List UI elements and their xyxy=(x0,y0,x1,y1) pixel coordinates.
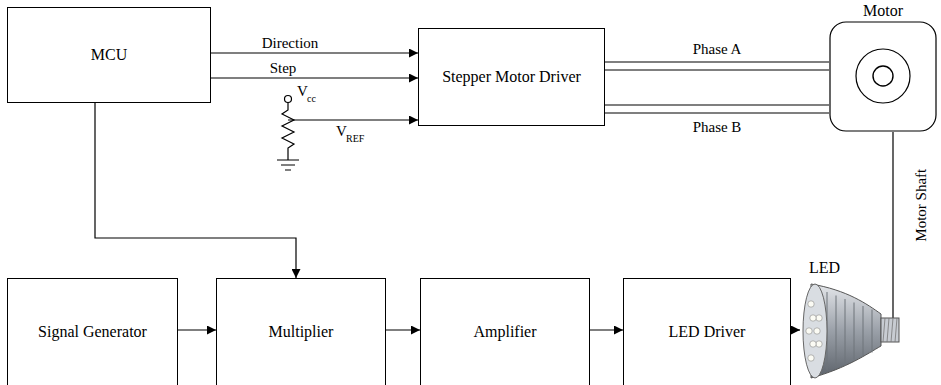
node-label: Signal Generator xyxy=(38,322,147,341)
connector xyxy=(605,62,829,70)
signal-label: Motor Shaft xyxy=(913,167,930,244)
node-label: Multiplier xyxy=(269,322,334,341)
amplifier-box: Amplifier xyxy=(420,278,590,385)
voltage-label: REF xyxy=(346,134,364,144)
connector xyxy=(178,329,216,330)
node-label: LED Driver xyxy=(669,322,746,341)
signal-label: Step xyxy=(268,60,299,77)
connector xyxy=(791,329,800,330)
led-driver-box: LED Driver xyxy=(623,278,791,385)
connector xyxy=(605,105,829,113)
motor-symbol: Motor xyxy=(829,0,937,132)
connector xyxy=(892,132,893,318)
node-label: Motor xyxy=(829,1,937,20)
connector xyxy=(211,77,418,78)
voltage-label: cc xyxy=(307,94,316,104)
signal-label: Direction xyxy=(260,35,321,52)
signal-label: Phase B xyxy=(691,119,744,136)
vref-wire xyxy=(288,119,418,120)
connector xyxy=(590,329,623,330)
signal-label: Phase A xyxy=(691,41,744,58)
led-bulb: LED xyxy=(797,256,902,385)
voltage-label: V xyxy=(297,84,308,99)
node-label: LED xyxy=(809,258,840,277)
vcc-terminal xyxy=(285,96,292,103)
node-label: MCU xyxy=(91,45,127,64)
mcu-box: MCU xyxy=(7,7,211,103)
multiplier-box: Multiplier xyxy=(216,278,386,385)
connector xyxy=(95,103,296,278)
node-label: Stepper Motor Driver xyxy=(442,67,581,86)
motor-outline xyxy=(829,0,937,132)
generator-box: Signal Generator xyxy=(7,278,178,385)
ground-symbol xyxy=(277,160,299,170)
voltage-label: V xyxy=(336,124,347,139)
driver-box: Stepper Motor Driver xyxy=(418,28,605,126)
resistor-symbol xyxy=(282,103,294,161)
connector xyxy=(211,52,418,53)
node-label: Amplifier xyxy=(473,322,536,341)
connector xyxy=(386,329,420,330)
